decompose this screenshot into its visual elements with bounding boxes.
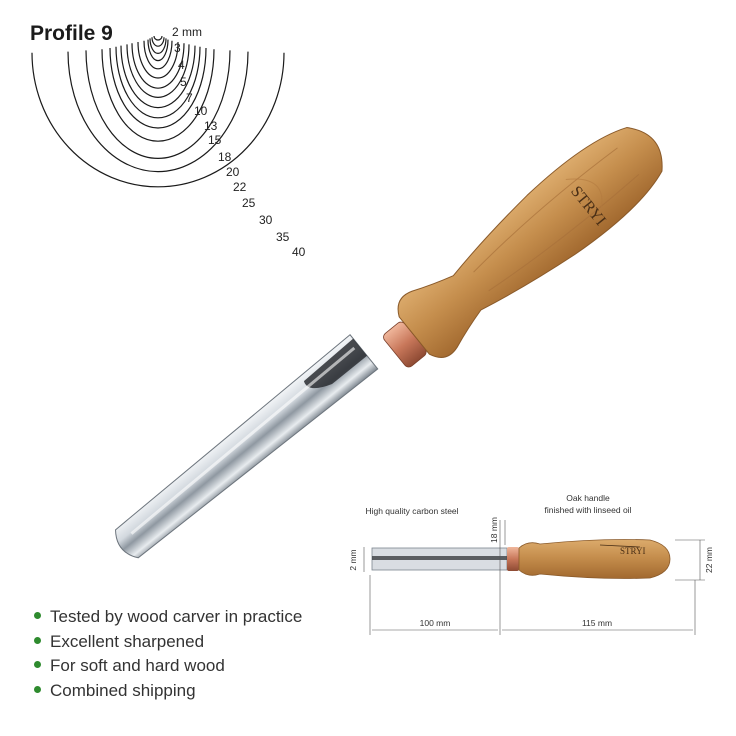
profile-size-label: 25	[242, 196, 256, 210]
profile-arc	[109, 47, 207, 129]
profile-arc	[149, 38, 167, 54]
profile-size-label: 22	[233, 180, 247, 194]
blade-length-label: 100 mm	[420, 618, 451, 628]
handle-height-label: 22 mm	[704, 547, 714, 573]
bullet-icon	[34, 636, 41, 644]
list-item: For soft and hard wood	[34, 654, 302, 679]
profile-arc	[143, 40, 173, 70]
profile-arc	[131, 43, 185, 89]
profile-size-label: 40	[292, 245, 306, 259]
profile-arc	[85, 50, 231, 159]
profile-size-label: 2 mm	[172, 25, 202, 39]
profile-title: Profile 9	[30, 22, 113, 45]
profile-size-label: 35	[276, 230, 290, 244]
blade-width-label: 2 mm	[348, 549, 358, 570]
profile-size-label: 5	[180, 75, 187, 89]
profile-size-label: 7	[186, 91, 193, 105]
bullet-icon	[34, 685, 41, 693]
handle-label-1: Oak handle	[566, 493, 610, 503]
list-item: Combined shipping	[34, 679, 302, 704]
steel-label: High quality carbon steel	[365, 506, 458, 516]
bullet-icon	[34, 612, 41, 620]
profile-arc	[67, 51, 249, 173]
profile-arc	[147, 39, 169, 62]
profile-size-label: 15	[208, 133, 222, 147]
ferrule-height-label: 18 mm	[489, 517, 499, 543]
profile-arc	[115, 46, 201, 119]
profile-size-label: 13	[204, 119, 218, 133]
mini-handle	[518, 539, 671, 579]
profile-arc	[153, 35, 163, 41]
profile-arc	[120, 45, 196, 109]
profile-arc	[126, 44, 190, 98]
profile-arc	[151, 37, 165, 47]
chisel-handle: STRYI	[383, 127, 663, 368]
handle-length-label: 115 mm	[582, 618, 612, 628]
profile-size-label: 3	[174, 41, 181, 55]
profile-size-label: 18	[218, 150, 232, 164]
feature-list: Tested by wood carver in practice Excell…	[34, 605, 302, 703]
mini-brand-mark: STRYI	[620, 546, 646, 556]
profile-arc	[101, 49, 215, 142]
bullet-icon	[34, 661, 41, 669]
chisel-blade	[115, 334, 379, 559]
profile-arc	[137, 41, 179, 79]
profile-size-label: 4	[178, 58, 185, 72]
profile-size-label: 20	[226, 165, 240, 179]
profile-arc	[31, 52, 285, 188]
list-item: Tested by wood carver in practice	[34, 605, 302, 630]
handle-label-2: finished with linseed oil	[545, 505, 632, 515]
profile-size-label: 10	[194, 104, 208, 118]
list-item: Excellent sharpened	[34, 630, 302, 655]
profile-size-label: 30	[259, 213, 273, 227]
mini-ferrule	[507, 547, 519, 571]
profile-arcs	[31, 35, 285, 188]
